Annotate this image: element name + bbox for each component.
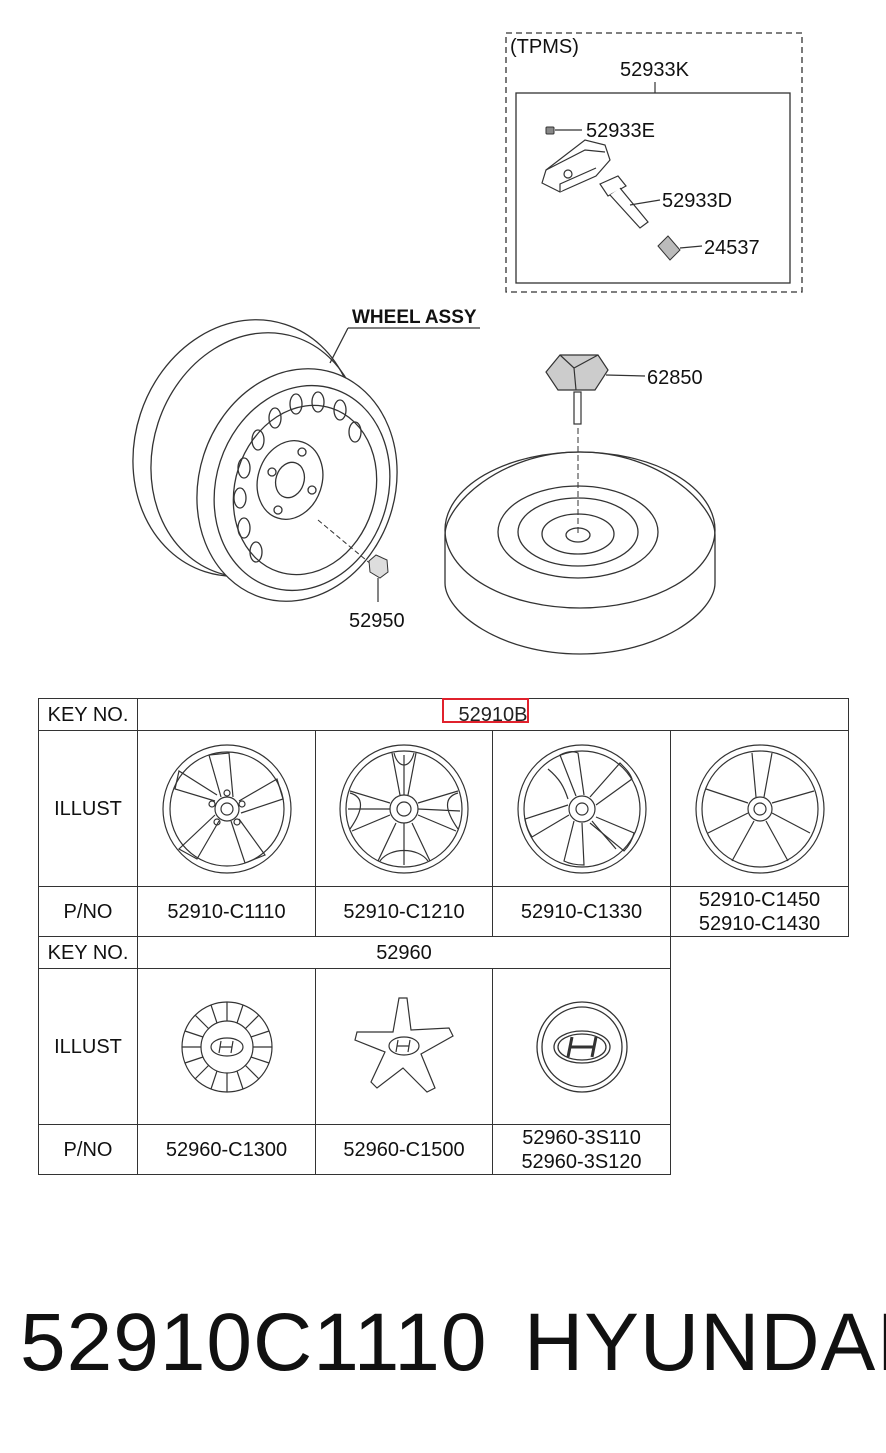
- alloy-wheel-icon: [694, 743, 825, 874]
- pno-label: P/NO: [38, 886, 138, 937]
- brand-title: HYUNDAI: [524, 1297, 886, 1388]
- callout-52933k[interactable]: 52933K: [620, 59, 690, 81]
- illust-label: ILLUST: [38, 968, 138, 1125]
- wheel-illust-4[interactable]: [669, 730, 850, 887]
- key-no-label: KEY NO.: [38, 698, 138, 731]
- hub-cap-icon: [180, 1000, 273, 1093]
- pno-label: P/NO: [38, 1124, 138, 1175]
- wheel-parts-table: KEY NO. 52910B ILLUST: [38, 698, 850, 937]
- alloy-wheel-icon: [516, 743, 647, 874]
- part-number-cell[interactable]: 52910-C1110: [137, 886, 316, 937]
- part-number-cell[interactable]: 52960-C1300: [137, 1124, 316, 1175]
- spare-tire-icon: [444, 451, 716, 655]
- callout-62850[interactable]: 62850: [647, 367, 703, 389]
- alloy-wheel-icon: [161, 743, 292, 874]
- callout-24537[interactable]: 24537: [704, 237, 760, 259]
- part-code-title: 52910C1110: [20, 1297, 488, 1388]
- tpms-inner-frame: [515, 92, 791, 284]
- parts-diagram: (TPMS) 52933K 52933E 52933D 24537: [132, 32, 803, 655]
- callout-wheel-assy[interactable]: WHEEL ASSY: [352, 307, 477, 328]
- valve-cap-icon: [657, 235, 681, 261]
- tpms-sensor-icon: [541, 139, 649, 229]
- wheel-illust-1[interactable]: [137, 730, 316, 887]
- tpms-label: (TPMS): [510, 36, 579, 58]
- part-number-cell[interactable]: 52910-C1210: [315, 886, 493, 937]
- callout-52933e[interactable]: 52933E: [586, 120, 655, 142]
- cap-illust-2[interactable]: [315, 968, 493, 1125]
- key-no-value[interactable]: 52960: [137, 936, 671, 969]
- key-no-value[interactable]: 52910B: [136, 698, 850, 731]
- spare-lock-bolt-icon: [545, 354, 609, 425]
- wheel-illust-2[interactable]: [315, 730, 493, 887]
- cap-illust-3[interactable]: [492, 968, 671, 1125]
- steel-wheel-icon: [132, 319, 398, 602]
- part-number-cell[interactable]: 52960-C1500: [315, 1124, 493, 1175]
- illust-label: ILLUST: [38, 730, 138, 887]
- alloy-wheel-icon: [339, 743, 469, 874]
- cap-illust-1[interactable]: [137, 968, 316, 1125]
- round-cap-icon: [535, 1000, 628, 1093]
- wheel-nut-icon: [368, 554, 389, 579]
- callout-52950[interactable]: 52950: [349, 610, 405, 632]
- wheel-illust-3[interactable]: [492, 730, 671, 887]
- callout-52933d[interactable]: 52933D: [662, 190, 732, 212]
- part-number-cell[interactable]: 52910-C1330: [492, 886, 671, 937]
- key-no-label: KEY NO.: [38, 936, 138, 969]
- valve-core-icon: [545, 126, 555, 135]
- star-cap-icon: [354, 996, 454, 1093]
- cap-parts-table: KEY NO. 52960 ILLUST: [38, 936, 671, 1175]
- tpms-frame: [505, 32, 803, 293]
